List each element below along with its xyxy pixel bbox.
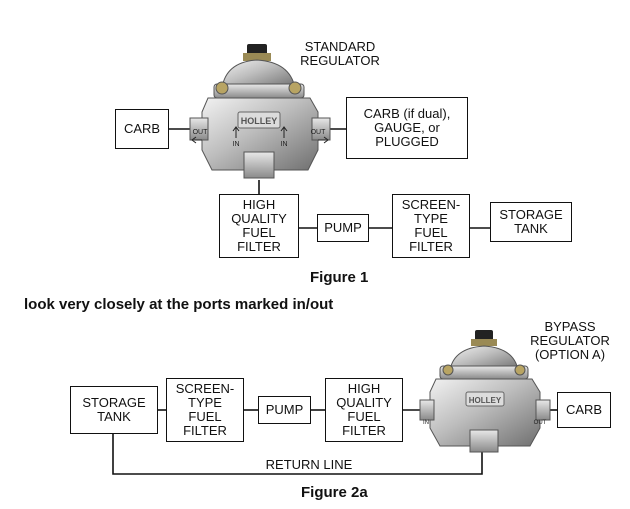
std-port-in-left: IN	[233, 141, 240, 148]
carb-box: CARB	[115, 109, 169, 149]
bypass-regulator-brand: HOLLEY	[469, 396, 502, 405]
ports-note: look very closely at the ports marked in…	[24, 296, 334, 313]
figure-1-caption: Figure 1	[310, 269, 369, 286]
bypass-regulator-label: BYPASS REGULATOR (OPTION A)	[530, 319, 610, 362]
storage-tank-box-2: STORAGE TANK	[70, 386, 158, 434]
carb-dual-box: CARB (if dual), GAUGE, or PLUGGED	[346, 97, 468, 159]
std-regulator-brand: HOLLEY	[241, 116, 278, 126]
std-port-out-left: OUT	[193, 129, 209, 136]
high-quality-filter-box-2: HIGH QUALITY FUEL FILTER	[325, 378, 403, 442]
carb-dual-box-text: CARB (if dual), GAUGE, or PLUGGED	[363, 106, 451, 149]
standard-regulator-image: HOLLEY OUT OUT IN IN	[189, 44, 331, 179]
standard-regulator-label: STANDARD REGULATOR	[300, 39, 380, 68]
pump-box-text-2: PUMP	[265, 402, 304, 417]
bypass-regulator-image: HOLLEY IN OUT	[419, 330, 551, 453]
return-line-label: RETURN LINE	[244, 458, 374, 472]
high-quality-filter-text-2: HIGH QUALITY FUEL FILTER	[336, 381, 392, 438]
carb-box-text-2: CARB	[565, 402, 603, 417]
carb-box-2: CARB	[557, 392, 611, 428]
carb-box-text: CARB	[123, 121, 161, 136]
bypass-port-in: IN	[423, 420, 429, 426]
screen-filter-box-2: SCREEN- TYPE FUEL FILTER	[166, 378, 244, 442]
pump-box-text: PUMP	[324, 220, 362, 235]
storage-tank-text-2: STORAGE TANK	[82, 395, 146, 424]
pump-box-2: PUMP	[258, 396, 311, 424]
storage-tank-box: STORAGE TANK	[490, 202, 572, 242]
screen-filter-text-2: SCREEN- TYPE FUEL FILTER	[175, 381, 235, 438]
std-port-in-right: IN	[281, 141, 288, 148]
storage-tank-text: STORAGE TANK	[499, 207, 563, 236]
figure-2a-caption: Figure 2a	[301, 484, 368, 501]
std-port-out-right: OUT	[311, 129, 327, 136]
high-quality-filter-text: HIGH QUALITY FUEL FILTER	[231, 197, 287, 254]
screen-filter-box: SCREEN- TYPE FUEL FILTER	[392, 194, 470, 258]
high-quality-filter-box: HIGH QUALITY FUEL FILTER	[219, 194, 299, 258]
return-line-path	[112, 434, 483, 475]
bypass-port-out: OUT	[534, 420, 547, 426]
screen-filter-text: SCREEN- TYPE FUEL FILTER	[401, 197, 461, 254]
pump-box: PUMP	[317, 214, 369, 242]
